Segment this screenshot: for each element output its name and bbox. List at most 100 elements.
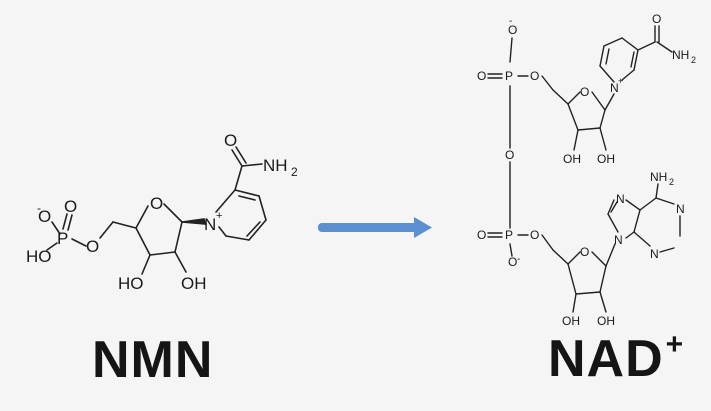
bond <box>655 197 675 205</box>
atom-n9: N <box>614 233 623 247</box>
nmn-atom-labels: O - P O HO O O HO OH N + O NH 2 <box>26 131 298 293</box>
bond <box>258 195 267 221</box>
bond <box>62 213 68 230</box>
atom-o-double: O <box>64 197 77 216</box>
atom-adenine-nh2: NH <box>650 170 667 184</box>
atom-hydroxyl-2: OH <box>181 274 207 293</box>
atom-n-plus: N <box>204 215 216 234</box>
atom-hydroxyl-3: HO <box>118 274 144 293</box>
bond <box>552 249 569 265</box>
nad-label: NAD+ <box>548 328 684 389</box>
atom-n1: N <box>676 202 685 216</box>
atom-o-link-bot: O <box>530 228 539 242</box>
bond <box>655 183 659 199</box>
bond <box>163 203 183 223</box>
bond <box>567 103 579 131</box>
atom-o-double-top: O <box>477 69 486 83</box>
bond <box>633 49 639 71</box>
bond <box>215 189 236 213</box>
bond <box>174 221 183 253</box>
subscript-2: 2 <box>291 165 298 179</box>
bond <box>67 214 73 231</box>
bond <box>231 149 243 167</box>
atom-hydroxyl-c: OH <box>562 314 580 328</box>
bond <box>607 199 615 215</box>
bond <box>552 89 569 105</box>
bond <box>625 231 635 239</box>
atom-nh2: NH <box>672 48 689 62</box>
atom-amide-oxygen: O <box>652 12 661 26</box>
atom-nh2: NH <box>263 156 288 175</box>
nmn-structure <box>46 146 267 275</box>
bond <box>567 91 581 105</box>
atom-ring-oxygen: O <box>150 194 163 213</box>
atom-o-link-top: O <box>530 69 539 83</box>
bond <box>225 235 250 241</box>
bond <box>234 165 243 191</box>
bond <box>599 109 606 129</box>
bond <box>599 291 607 313</box>
bond <box>607 213 619 233</box>
bond <box>541 75 554 91</box>
arrow-right-icon <box>318 217 432 238</box>
bond <box>637 41 656 51</box>
bond <box>656 41 673 53</box>
bond <box>633 209 641 233</box>
bond <box>71 238 87 247</box>
atom-o-minus-top: O <box>508 23 517 37</box>
bond <box>621 37 639 51</box>
bond <box>246 221 261 237</box>
atom-phosphorus-bot: P <box>505 228 513 242</box>
bond <box>46 242 58 251</box>
bond <box>591 251 607 267</box>
bond <box>605 243 616 267</box>
bond <box>135 205 149 229</box>
subscript-2-adenine: 2 <box>669 177 674 187</box>
bond <box>599 45 605 67</box>
bond <box>630 51 635 68</box>
charge-plus: + <box>216 210 222 222</box>
bond <box>99 221 114 239</box>
bond <box>659 247 675 253</box>
nad-structure <box>487 25 681 313</box>
nmn-label: NMN <box>92 331 214 389</box>
atom-ring-oxygen-bot: O <box>580 245 589 259</box>
charge-minus: - <box>37 201 41 215</box>
nad-atom-labels: O - O P O O O OH OH N + O NH 2 O P O - O… <box>477 12 696 328</box>
bond <box>238 195 256 201</box>
bond <box>605 48 610 65</box>
bond <box>174 251 187 273</box>
atom-n7: N <box>616 192 625 206</box>
bond <box>577 127 601 131</box>
atom-phosphorus: P <box>57 229 68 248</box>
bond <box>633 231 651 247</box>
atom-o-double-bot: O <box>477 228 486 242</box>
bond <box>599 127 607 151</box>
nad-label-text: NAD <box>548 330 664 388</box>
atom-amide-oxygen: O <box>224 131 237 150</box>
bond <box>567 263 577 295</box>
bond <box>541 234 554 251</box>
wedge-bond <box>181 218 206 225</box>
bond <box>599 265 607 293</box>
bond <box>639 197 657 211</box>
bond <box>141 254 151 275</box>
bond <box>149 251 176 256</box>
bond <box>572 293 577 313</box>
bond <box>599 65 615 83</box>
atom-bridge-oxygen: O <box>505 148 514 162</box>
nad-label-charge: + <box>665 328 685 361</box>
atom-n-plus: N <box>610 81 619 95</box>
bond <box>135 227 151 256</box>
bond <box>234 189 260 197</box>
bond <box>235 146 247 164</box>
bond <box>610 201 618 213</box>
bond <box>603 37 623 47</box>
bond <box>509 243 513 257</box>
bond <box>591 91 606 111</box>
atom-hydroxyl: HO <box>26 247 52 266</box>
bond <box>509 37 513 63</box>
atom-hydroxyl-d: OH <box>597 314 615 328</box>
atom-n3: N <box>650 247 659 261</box>
